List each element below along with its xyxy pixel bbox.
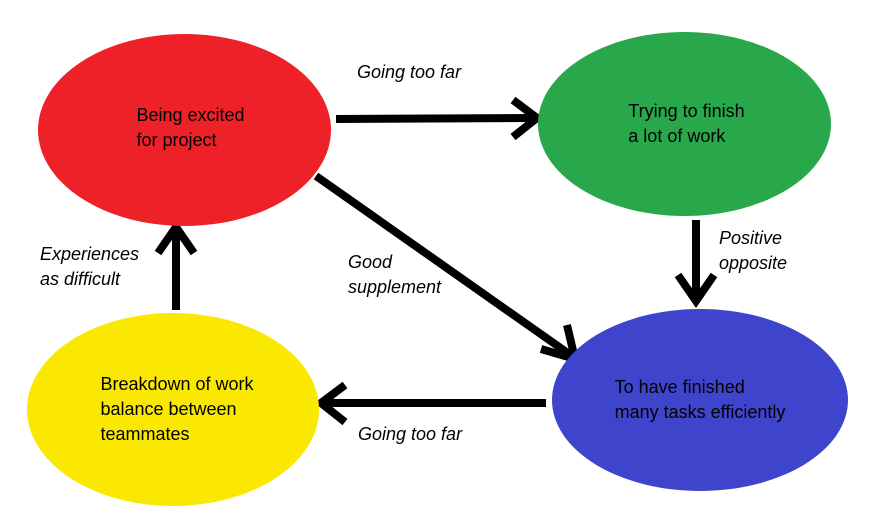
edge-blue-to-yellow[interactable]: [314, 381, 546, 426]
node-label-red: Being excited for project: [136, 105, 245, 150]
node-being-excited-for-project[interactable]: Being excited for project: [38, 34, 331, 226]
edge-label-blue-to-yellow: Going too far: [358, 424, 463, 444]
edge-red-to-green[interactable]: [335, 96, 544, 141]
node-label-blue: To have finished many tasks efficiently: [614, 377, 786, 422]
edge-label-red-to-green: Going too far: [357, 62, 462, 82]
node-trying-to-finish-a-lot-of-work[interactable]: Trying to finish a lot of work: [538, 32, 831, 216]
node-breakdown-of-work-balance[interactable]: Breakdown of work balance between teamma…: [27, 313, 319, 506]
edge-yellow-to-red[interactable]: [154, 219, 198, 310]
edge-green-to-blue[interactable]: [674, 220, 718, 309]
node-to-have-finished-many-tasks[interactable]: To have finished many tasks efficiently: [552, 309, 848, 491]
edge-label-red-to-blue: Good supplement: [348, 252, 442, 297]
edge-label-green-to-blue: Positive opposite: [719, 228, 788, 273]
node-label-green: Trying to finish a lot of work: [628, 101, 745, 146]
edge-label-yellow-to-red: Experiences as difficult: [40, 244, 140, 289]
node-label-yellow: Breakdown of work balance between teamma…: [100, 374, 254, 444]
